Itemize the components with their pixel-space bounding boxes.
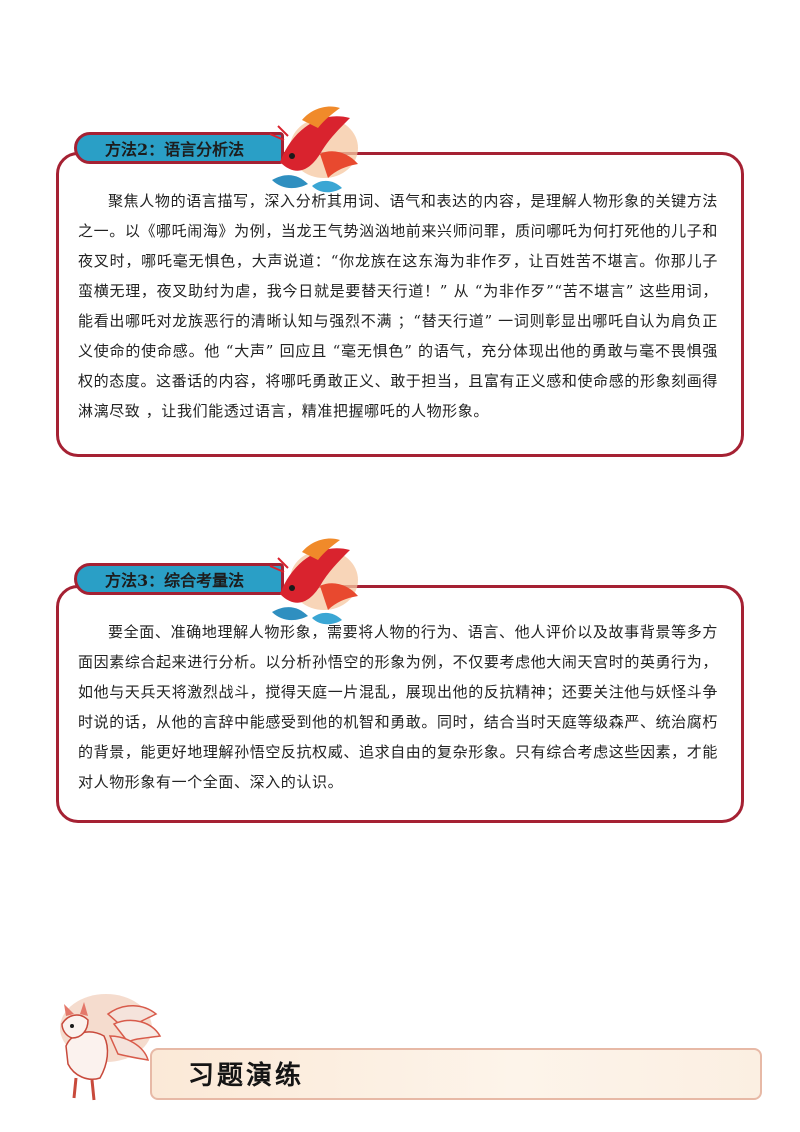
method-2-paragraph: 聚焦人物的语言描写，深入分析其用词、语气和表达的内容，是理解人物形象的关键方法之… <box>78 192 718 420</box>
method-3-paragraph: 要全面、准确地理解人物形象，需要将人物的行为、语言、他人评价以及故事背景等多方面… <box>78 623 718 791</box>
method-2-tab: 方法2：语言分析法 <box>74 132 284 164</box>
method-3-box <box>56 585 744 823</box>
dragon-fish-illustration <box>269 538 358 625</box>
exercise-banner <box>150 1048 762 1100</box>
nine-tailed-fox-illustration <box>60 994 162 1101</box>
method-2-box <box>56 152 744 457</box>
method-3-title: 方法3：综合考量法 <box>105 571 245 590</box>
dragon-fish-illustration <box>269 106 358 193</box>
exercise-title: 习题演练 <box>188 1061 305 1091</box>
method-2-title: 方法2：语言分析法 <box>105 140 245 159</box>
method-3-tab: 方法3：综合考量法 <box>74 563 284 595</box>
